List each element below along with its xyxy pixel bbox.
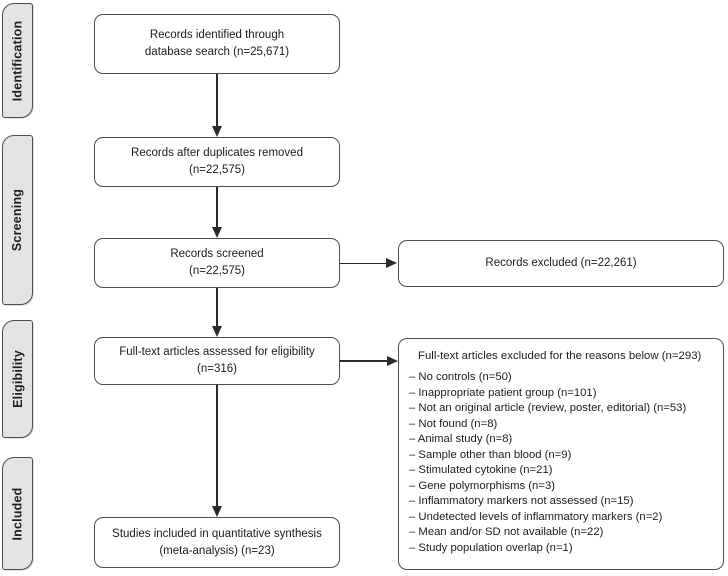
exclusion-reason-item: – Inflammatory markers not assessed (n=1…	[409, 495, 634, 507]
stage-tab-eligibility: Eligibility	[2, 320, 33, 438]
stage-label-screening: Screening	[10, 188, 25, 252]
arrowhead-down-icon	[211, 126, 222, 137]
exclusion-reason-item: – Gene polymorphisms (n=3)	[409, 479, 555, 492]
exclusion-reason-item: – Mean and/or SD not available (n=22)	[409, 526, 604, 538]
exclusion-reason-item: – Not an original article (review, poste…	[409, 402, 687, 414]
stage-label-included: Included	[10, 487, 25, 540]
arrowhead-down-icon	[211, 326, 222, 337]
fulltext-excluded-title: Full-text articles excluded for the reas…	[418, 350, 702, 362]
exclusion-reason-list: – No controls (n=50) – Inappropriate pat…	[409, 370, 713, 556]
arrow-duplicates-to-screened	[216, 187, 218, 229]
exclusion-reason-item: – Animal study (n=8)	[409, 433, 513, 445]
stage-tab-identification: Identification	[2, 3, 33, 118]
arrowhead-right-icon	[386, 258, 397, 268]
exclusion-reason-item: – No controls (n=50)	[409, 371, 512, 383]
stage-tab-screening: Screening	[2, 135, 33, 305]
box-included-synthesis: Studies included in quantitative synthes…	[94, 517, 340, 568]
box-records-screened: Records screened (n=22,575)	[94, 238, 340, 288]
box-fulltext-excluded: Full-text articles excluded for the reas…	[398, 338, 724, 570]
exclusion-reason-item: – Not found (n=8)	[409, 417, 498, 430]
box-records-excluded: Records excluded (n=22,261)	[398, 240, 724, 287]
exclusion-reason-item: – Sample other than blood (n=9)	[409, 448, 572, 461]
arrowhead-down-icon	[211, 227, 222, 238]
box-duplicates-removed: Records after duplicates removed (n=22,5…	[94, 137, 340, 187]
exclusion-reason-item: – Undetected levels of inflammatory mark…	[409, 510, 663, 523]
arrowhead-down-icon	[211, 506, 222, 517]
arrow-fulltext-to-included	[216, 385, 218, 508]
exclusion-reason-item: – Study population overlap (n=1)	[409, 541, 573, 554]
stage-label-eligibility: Eligibility	[10, 350, 25, 408]
arrow-screened-to-fulltext	[216, 288, 218, 328]
arrow-identified-to-duplicates	[216, 74, 218, 128]
arrow-fulltext-to-excluded	[340, 360, 389, 362]
arrowhead-right-icon	[387, 355, 398, 366]
exclusion-reason-item: – Stimulated cytokine (n=21)	[409, 464, 553, 476]
exclusion-reason-item: – Inappropriate patient group (n=101)	[409, 386, 597, 399]
box-records-identified: Records identified through database sear…	[94, 14, 340, 74]
arrow-screened-to-excluded	[340, 262, 388, 264]
stage-label-identification: Identification	[10, 20, 25, 101]
stage-tab-included: Included	[2, 457, 33, 570]
box-fulltext-assessed: Full-text articles assessed for eligibil…	[94, 337, 340, 385]
